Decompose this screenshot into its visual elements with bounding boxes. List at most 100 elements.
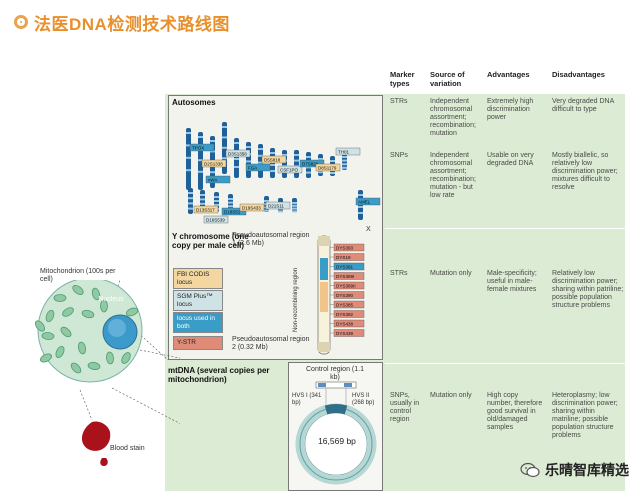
locus-tag-label: D21S11 — [268, 204, 284, 209]
chromosome-band — [222, 146, 227, 149]
locus-tag — [315, 163, 341, 172]
mitochondrion — [40, 353, 52, 363]
row1-advantages: Extremely high discrimination power — [487, 98, 534, 121]
chromosome-band — [234, 166, 239, 168]
row3-marker: STRs — [390, 270, 408, 277]
ystr-tag-label: DYS19 — [336, 255, 351, 260]
chromosome-band — [210, 150, 215, 153]
title-bar: 法医DNA检测技术路线图 — [14, 10, 230, 34]
locus-tag-label: D18S51 — [224, 210, 241, 215]
chromosome-band — [234, 158, 239, 160]
locus-tag-label: D13S317 — [196, 208, 215, 213]
par2-label: Pseudoautosomal region 2 (0.32 Mb) — [232, 336, 310, 351]
par1-label: Pseudoautosomal region 1 (2.6 Mb) — [232, 232, 310, 247]
mitochondrion — [34, 320, 46, 332]
locus-tag — [201, 159, 227, 168]
header-marker: Marker types — [390, 70, 415, 88]
chromosome-band — [306, 166, 311, 169]
chromosome-band — [342, 156, 347, 158]
ystr-tag-label: DYS385 — [336, 302, 354, 307]
locus-tag — [203, 215, 229, 224]
chromosome-band — [198, 170, 203, 173]
row4-advantages: High copy number, therefore good surviva… — [487, 392, 543, 431]
header-source: Source of variation — [430, 70, 465, 88]
locus-tag-label: AMEL — [358, 200, 371, 205]
chromosome-band — [358, 194, 363, 196]
chromosome-band — [264, 209, 269, 212]
legend-item: FBI CODIS locus — [173, 268, 223, 289]
cell-illustration — [34, 280, 180, 466]
locus-tag — [239, 203, 265, 212]
locus-tag-set: TPOXD2S1338D3S1358FGAD5S818CSF1POD7S820D… — [189, 143, 381, 224]
mtdna-label: mtDNA (several copies per mitochondrion) — [168, 366, 270, 384]
locus-tag — [193, 205, 219, 214]
chromosome-band — [282, 154, 287, 156]
chromosome-band — [306, 171, 311, 174]
locus-tag-label: D3S1358 — [228, 152, 247, 157]
row-divider — [385, 228, 625, 229]
mitochondrion — [45, 309, 55, 323]
legend-item: locus used in both — [173, 312, 223, 333]
row1-marker: STRs — [390, 98, 408, 105]
chromosome-band — [200, 194, 205, 196]
row-divider — [385, 363, 625, 364]
chromosome-band — [264, 200, 269, 202]
locus-tag-label: TPOX — [192, 146, 204, 151]
locus-tag — [261, 155, 287, 164]
locus-tag-label: D7S820 — [302, 162, 319, 167]
watermark-text: 乐晴智库精选 — [545, 462, 629, 478]
locus-tag-label: D19S433 — [242, 206, 261, 211]
ystr-tag-label: DYS389II — [336, 283, 356, 288]
chromosome-band — [342, 159, 347, 162]
chromosome-band — [198, 136, 203, 138]
chromosome-band — [200, 202, 205, 205]
chromosome-band — [342, 163, 347, 166]
chromosome-band — [330, 172, 335, 174]
mitochondrion — [60, 326, 72, 338]
chromosome-band — [270, 170, 275, 172]
locus-tag — [189, 143, 215, 152]
row2-source: Independent chromosomal assortment; reco… — [430, 152, 476, 199]
chromosome-band — [188, 197, 193, 200]
autosome-ideogram: TPOXD2S1338D3S1358FGAD5S818CSF1POD7S820D… — [186, 122, 381, 224]
locus-tag-label: TH01 — [338, 150, 350, 155]
chromosome-band — [186, 156, 191, 159]
row4-source: Mutation only — [430, 392, 472, 399]
locus-tag — [355, 197, 381, 206]
mitochondrion — [91, 287, 101, 301]
chromosome-band — [246, 146, 251, 148]
chromosome — [188, 188, 193, 214]
mitochondrion — [62, 307, 74, 317]
chromosome-band — [186, 169, 191, 172]
chromosome-band — [358, 212, 363, 214]
chromosome-band — [306, 156, 311, 158]
ystr-tag-label: DYS439 — [336, 331, 354, 336]
chromosome-band — [214, 204, 219, 206]
ystr-tag-label: DYS393 — [336, 245, 354, 250]
chromosome-band — [318, 171, 323, 174]
row3-source: Mutation only — [430, 270, 472, 277]
chromosome-band — [318, 158, 323, 160]
row4-marker: SNPs, usually in control region — [390, 392, 420, 423]
mitochondrion — [106, 351, 114, 365]
locus-tag-label: D5S818 — [264, 158, 281, 163]
row1-disadvantages: Very degraded DNA difficult to type — [552, 98, 614, 113]
chromosome-band — [292, 210, 297, 213]
locus-tag-label: vWA — [208, 178, 217, 183]
autosomes-label: Autosomes — [172, 98, 216, 107]
locus-tag-label: CSF1PO — [280, 168, 299, 173]
page-title: 法医DNA检测技术路线图 — [34, 14, 230, 34]
watermark: 乐晴智库精选 — [520, 460, 629, 480]
locus-tag — [299, 159, 325, 168]
chromosome-band — [358, 206, 363, 208]
chromosome-band — [342, 166, 347, 169]
mitochondrion-label: Mitochondrion (100s per cell) — [40, 268, 116, 283]
mitochondrion — [81, 309, 95, 319]
chromosome-band — [292, 204, 297, 207]
mitochondrion — [125, 307, 139, 317]
chromosome-band — [186, 132, 191, 134]
hvs2-label: HVS II (268 bp) — [352, 393, 375, 406]
control-region-label: Control region (1.1 kb) — [306, 366, 364, 381]
locus-tag — [221, 207, 247, 216]
header-advantages: Advantages — [487, 70, 530, 79]
